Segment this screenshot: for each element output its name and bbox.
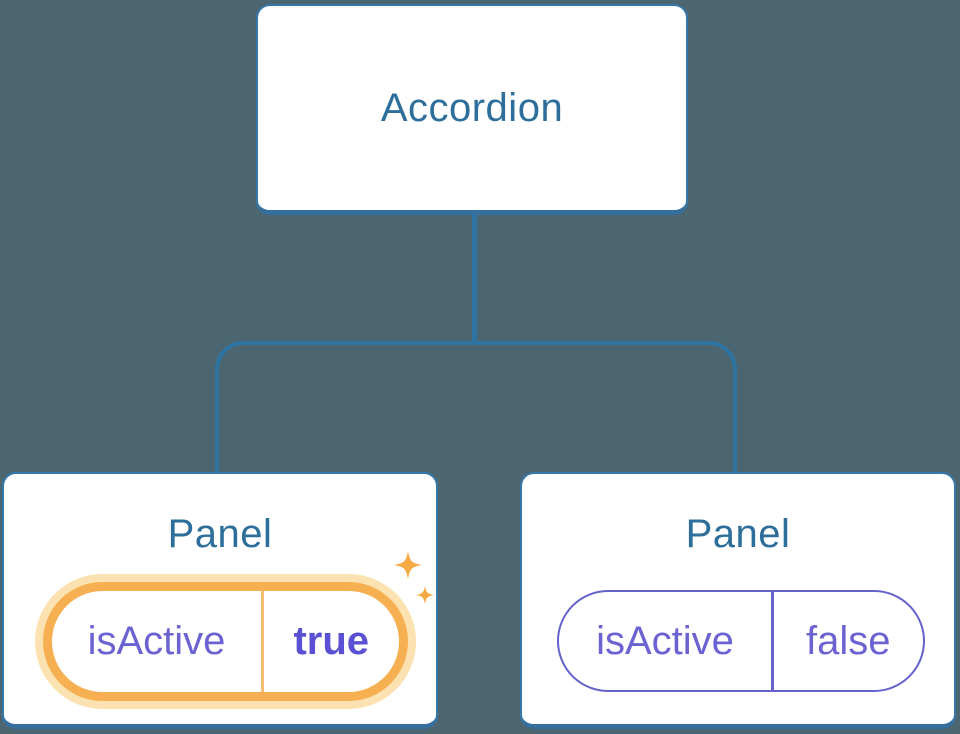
accordion-node: Accordion [256, 4, 688, 215]
sparkle-icon [394, 551, 434, 604]
panel-node-label: Panel [167, 512, 273, 556]
pill-divider [261, 591, 264, 692]
state-prop-name: isActive [87, 619, 226, 663]
accordion-node-label: Accordion [380, 85, 564, 130]
tree-connector-branches [215, 341, 737, 472]
tree-connector-stem [472, 213, 477, 345]
state-pill-active: isActive true [43, 582, 408, 701]
pill-divider [771, 592, 774, 690]
panel-node-inactive: Panel isActive false [520, 472, 956, 729]
state-prop-value: false [806, 618, 891, 663]
panel-node-active: Panel isActive true [2, 472, 438, 729]
panel-node-label: Panel [685, 512, 791, 556]
state-pill-inactive: isActive false [557, 590, 925, 692]
state-prop-name: isActive [596, 618, 734, 663]
state-prop-value: true [293, 619, 370, 663]
